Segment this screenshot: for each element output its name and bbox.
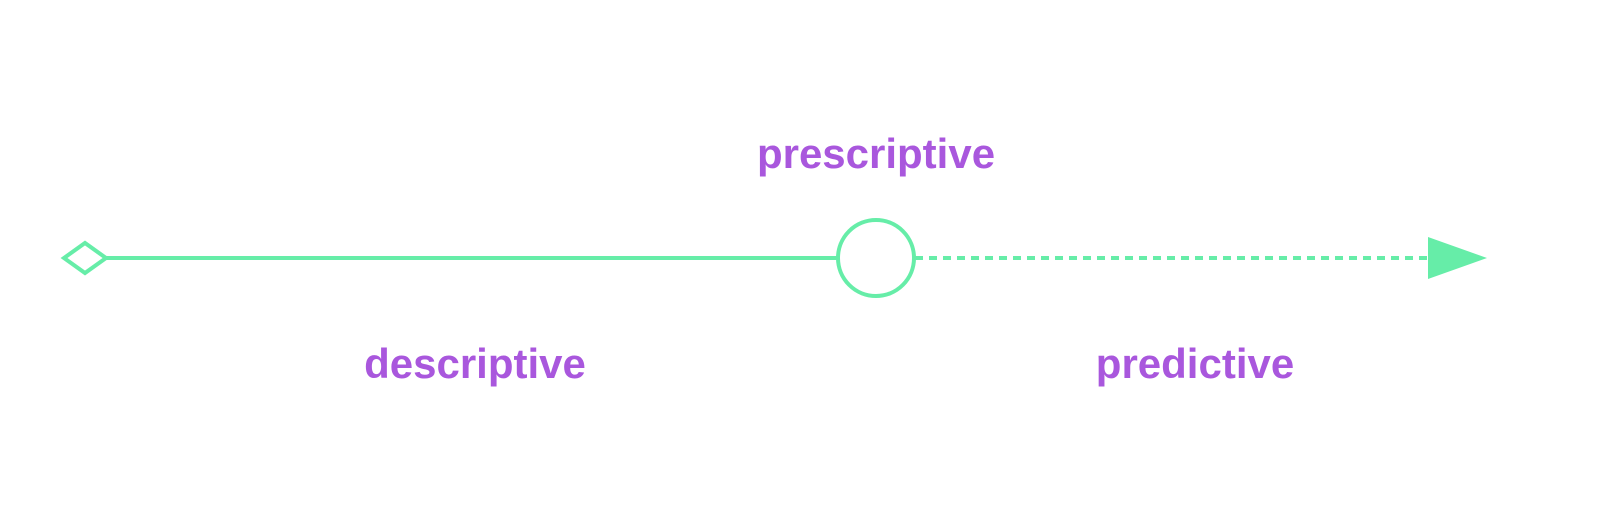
label-prescriptive: prescriptive — [756, 130, 996, 177]
diamond-start-icon — [60, 240, 110, 276]
label-predictive: predictive — [1095, 340, 1295, 387]
label-descriptive: descriptive — [364, 340, 586, 387]
circle-node-icon — [836, 218, 916, 298]
arrowhead-icon — [1428, 237, 1487, 279]
